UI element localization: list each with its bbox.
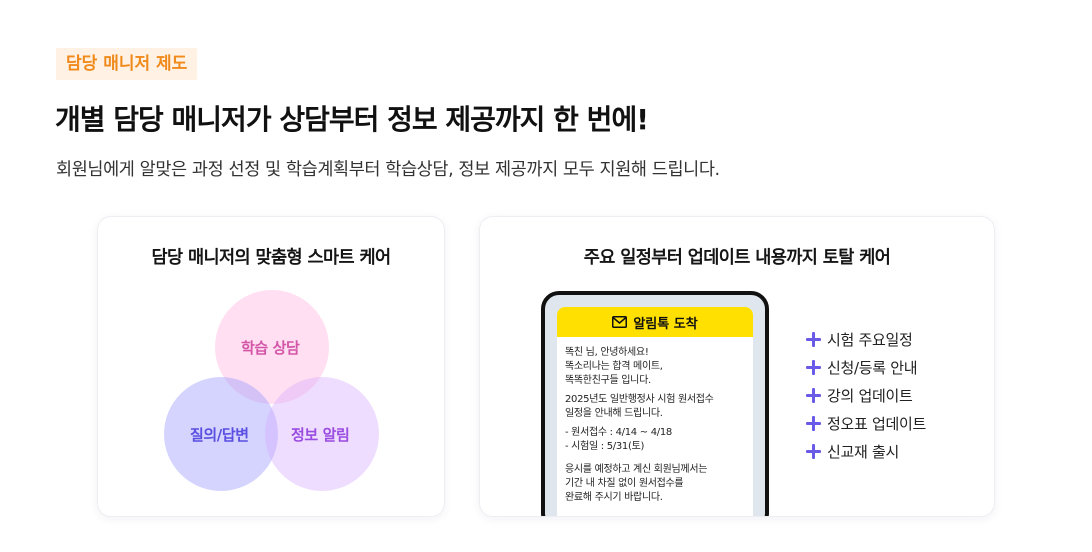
envelope-icon	[612, 316, 628, 328]
feature-item: 신청/등록 안내	[806, 353, 926, 381]
feature-item: 시험 주요일정	[806, 325, 926, 353]
feature-label: 강의 업데이트	[827, 386, 913, 405]
venn-label-info: 정보 알림	[291, 426, 350, 444]
page-subtitle: 회원님에게 알맞은 과정 선정 및 학습계획부터 학습상담, 정보 제공까지 모…	[56, 160, 720, 180]
feature-label: 신교재 출시	[827, 442, 899, 461]
feature-label: 신청/등록 안내	[827, 358, 918, 377]
schedule-line: - 시험일 : 5/31(토)	[565, 441, 645, 452]
message-schedule: - 원서접수 : 4/14 ~ 4/18 - 시험일 : 5/31(토)	[565, 426, 745, 454]
section-badge: 담당 매니저 제도	[56, 48, 198, 80]
total-care-title: 주요 일정부터 업데이트 내용까지 토탈 케어	[583, 248, 891, 268]
venn-diagram: 학습 상담 질의/답변 정보 알림	[98, 217, 444, 516]
notification-message: 똑친 님, 안녕하세요! 똑소리나는 합격 메이트, 똑똑한친구들 입니다. 2…	[557, 337, 753, 505]
notification-header-label: 알림톡 도착	[633, 316, 698, 332]
feature-item: 정오표 업데이트	[806, 409, 926, 437]
message-greeting: 똑친 님, 안녕하세요! 똑소리나는 합격 메이트, 똑똑한친구들 입니다.	[565, 346, 745, 388]
venn-label-consulting: 학습 상담	[241, 339, 300, 357]
plus-icon	[806, 331, 821, 347]
feature-label: 시험 주요일정	[827, 330, 913, 349]
notice-line: 일정을 안내해 드립니다.	[565, 408, 663, 419]
smart-care-title: 담당 매니저의 맞춤형 스마트 케어	[151, 248, 392, 268]
venn-circle-info	[265, 377, 379, 491]
venn-circle-qna	[164, 377, 278, 491]
phone-screen: 알림톡 도착 똑친 님, 안녕하세요! 똑소리나는 합격 메이트, 똑똑한친구들…	[557, 307, 753, 516]
schedule-line: - 원서접수 : 4/14 ~ 4/18	[565, 427, 672, 438]
closing-line: 응시를 예정하고 계신 회원님께서는	[565, 464, 708, 475]
total-care-card: 주요 일정부터 업데이트 내용까지 토탈 케어 알림톡 도착 똑친 님, 안녕하…	[479, 216, 995, 517]
notification-header: 알림톡 도착	[557, 307, 753, 337]
feature-item: 강의 업데이트	[806, 381, 926, 409]
page-title: 개별 담당 매니저가 상담부터 정보 제공까지 한 번에!	[55, 103, 649, 136]
feature-label: 정오표 업데이트	[827, 414, 926, 433]
plus-icon	[806, 359, 821, 375]
plus-icon	[806, 387, 821, 403]
closing-line: 완료해 주시기 바랍니다.	[565, 492, 663, 503]
phone-mockup: 알림톡 도착 똑친 님, 안녕하세요! 똑소리나는 합격 메이트, 똑똑한친구들…	[541, 291, 769, 516]
greeting-line: 똑친 님, 안녕하세요!	[565, 347, 649, 358]
greeting-line: 똑소리나는 합격 메이트,	[565, 361, 663, 372]
feature-list: 시험 주요일정 신청/등록 안내 강의 업데이트 정오표 업데이트 신교재 출시	[806, 325, 926, 465]
venn-label-qna: 질의/답변	[190, 426, 249, 444]
plus-icon	[806, 415, 821, 431]
notice-line: 2025년도 일반행정사 시험 원서접수	[565, 394, 714, 405]
venn-circle-consulting	[215, 290, 329, 404]
greeting-line: 똑똑한친구들 입니다.	[565, 375, 651, 386]
closing-line: 기간 내 차질 없이 원서접수를	[565, 478, 684, 489]
message-closing: 응시를 예정하고 계신 회원님께서는 기간 내 차질 없이 원서접수를 완료해 …	[565, 463, 745, 505]
feature-item: 신교재 출시	[806, 437, 926, 465]
plus-icon	[806, 443, 821, 459]
smart-care-card: 담당 매니저의 맞춤형 스마트 케어 학습 상담 질의/답변 정보 알림	[97, 216, 445, 517]
message-notice: 2025년도 일반행정사 시험 원서접수 일정을 안내해 드립니다.	[565, 393, 745, 421]
